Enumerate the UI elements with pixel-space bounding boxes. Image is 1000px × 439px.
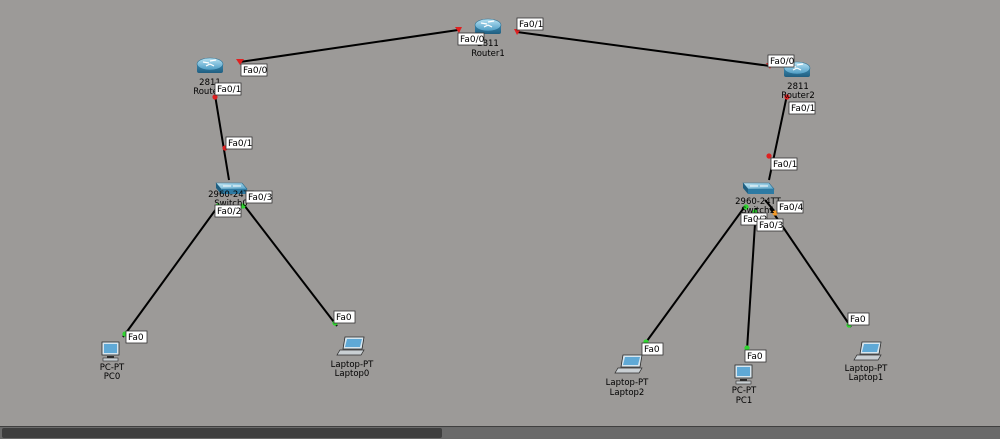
laptop1[interactable]: Laptop-PT Laptop1 xyxy=(845,341,888,383)
switch-icon xyxy=(742,182,775,194)
laptop2-name-label: Laptop2 xyxy=(610,388,645,398)
switch0-model-label: 2960-24TT xyxy=(208,190,255,200)
port-down-indicator xyxy=(784,94,790,100)
switch1[interactable]: 2960-24TT Switch1 xyxy=(735,182,782,216)
laptop2[interactable]: Laptop-PT Laptop2 xyxy=(606,354,649,398)
port-down-indicator xyxy=(766,153,772,159)
port-label: Fa0/3 xyxy=(756,218,784,232)
pc0-name-label: PC0 xyxy=(104,372,120,382)
svg-text:Fa0/1: Fa0/1 xyxy=(519,20,543,30)
svg-text:Fa0: Fa0 xyxy=(747,352,763,362)
svg-text:Fa0: Fa0 xyxy=(644,345,660,355)
links-layer xyxy=(122,29,852,351)
link-switch1-laptop2[interactable] xyxy=(643,204,747,346)
horizontal-scrollbar[interactable] xyxy=(0,426,1000,439)
pc1-name-label: PC1 xyxy=(736,396,752,406)
svg-text:Fa0/0: Fa0/0 xyxy=(460,35,485,45)
svg-text:Fa0: Fa0 xyxy=(128,333,144,343)
port-label: Fa0 xyxy=(744,349,767,363)
laptop-icon xyxy=(614,354,643,374)
svg-text:Fa0/4: Fa0/4 xyxy=(779,203,804,213)
port-up-indicator xyxy=(240,203,246,209)
router1-name-label: Router1 xyxy=(471,49,505,59)
svg-text:Fa0/0: Fa0/0 xyxy=(770,57,795,67)
router-icon xyxy=(474,18,502,34)
svg-text:Fa0/3: Fa0/3 xyxy=(248,193,272,203)
switch0-name-label: Switch0 xyxy=(214,199,248,209)
laptop-icon xyxy=(853,341,882,361)
port-label: Fa0/0 xyxy=(767,54,795,68)
svg-text:Fa0: Fa0 xyxy=(336,313,352,323)
pc0[interactable]: PC-PT PC0 xyxy=(100,341,125,382)
port-label: Fa0/0 xyxy=(457,32,485,46)
laptop0-name-label: Laptop0 xyxy=(335,369,370,379)
port-label: Fa0 xyxy=(641,342,664,356)
link-switch1-laptop1[interactable] xyxy=(769,207,852,328)
svg-text:Fa0/2: Fa0/2 xyxy=(217,207,241,217)
port-label: Fa0 xyxy=(333,310,356,324)
laptop1-name-label: Laptop1 xyxy=(849,373,884,383)
laptop0[interactable]: Laptop-PT Laptop0 xyxy=(331,336,374,379)
router2-model-label: 2811 xyxy=(787,82,809,92)
router2-name-label: Router2 xyxy=(781,91,815,101)
port-label: Fa0 xyxy=(125,330,148,344)
port-down-indicator xyxy=(236,59,244,65)
port-label: Fa0/1 xyxy=(516,17,544,31)
router2[interactable]: 2811 Router2 xyxy=(781,61,815,101)
router1-model-label: 2811 xyxy=(477,39,499,49)
port-label: Fa0/3 xyxy=(245,190,273,204)
svg-text:Fa0: Fa0 xyxy=(850,315,866,325)
laptop-icon xyxy=(336,336,365,356)
port-label: Fa0/1 xyxy=(225,136,253,150)
pc-icon xyxy=(734,364,753,385)
switch0[interactable]: 2960-24TT Switch0 xyxy=(208,182,255,209)
link-switch0-laptop0[interactable] xyxy=(243,204,338,327)
port-label: Fa0 xyxy=(847,312,870,326)
port-label: Fa0/1 xyxy=(788,101,816,115)
svg-text:Fa0/1: Fa0/1 xyxy=(217,85,241,95)
svg-text:Fa0/1: Fa0/1 xyxy=(791,104,815,114)
link-router1-router2[interactable] xyxy=(516,31,771,67)
link-switch1-pc1[interactable] xyxy=(746,207,757,351)
scrollbar-thumb[interactable] xyxy=(2,428,442,438)
laptop0-model-label: Laptop-PT xyxy=(331,360,374,370)
port-label: Fa0/2 xyxy=(214,204,242,218)
router0-name-label: Router0 xyxy=(193,87,227,97)
port-label: Fa0/1 xyxy=(214,82,242,96)
port-label: Fa0/1 xyxy=(770,157,798,171)
pc-icon xyxy=(101,341,120,362)
port-up-indicator xyxy=(743,204,749,210)
laptop1-model-label: Laptop-PT xyxy=(845,364,888,374)
port-label: Fa0/0 xyxy=(240,63,268,77)
port-down-indicator xyxy=(514,29,521,35)
switch1-model-label: 2960-24TT xyxy=(735,197,782,207)
pc1-model-label: PC-PT xyxy=(732,386,757,396)
logical-workspace[interactable]: 2811 Router0 2811 Router1 2811 Router2 2… xyxy=(0,0,1000,426)
svg-text:Fa0/2: Fa0/2 xyxy=(743,215,767,225)
router0-model-label: 2811 xyxy=(199,78,221,88)
link-router0-router1[interactable] xyxy=(239,29,459,63)
switch-icon xyxy=(215,182,248,194)
pc0-model-label: PC-PT xyxy=(100,363,125,373)
port-label: Fa0/4 xyxy=(776,200,804,214)
port-up-indicator xyxy=(744,345,750,351)
port-up-indicator xyxy=(772,210,778,216)
svg-text:Fa0/3: Fa0/3 xyxy=(759,221,783,231)
laptop2-model-label: Laptop-PT xyxy=(606,378,649,388)
router1[interactable]: 2811 Router1 xyxy=(471,18,505,59)
svg-text:Fa0/0: Fa0/0 xyxy=(243,66,268,76)
svg-text:Fa0/1: Fa0/1 xyxy=(773,160,797,170)
link-switch0-pc0[interactable] xyxy=(122,204,220,338)
pc1[interactable]: PC-PT PC1 xyxy=(732,364,757,406)
port-down-indicator xyxy=(455,27,462,33)
port-labels-layer: Fa0/0 Fa0/1 Fa0/0 Fa0/1 Fa0/0 Fa0/1 Fa0/… xyxy=(125,17,870,363)
port-down-indicator xyxy=(212,94,218,100)
svg-text:Fa0/1: Fa0/1 xyxy=(228,139,252,149)
link-router0-switch0[interactable] xyxy=(214,94,230,181)
router0[interactable]: 2811 Router0 xyxy=(193,57,227,97)
router-icon xyxy=(196,57,224,73)
switch1-name-label: Switch1 xyxy=(741,206,775,216)
